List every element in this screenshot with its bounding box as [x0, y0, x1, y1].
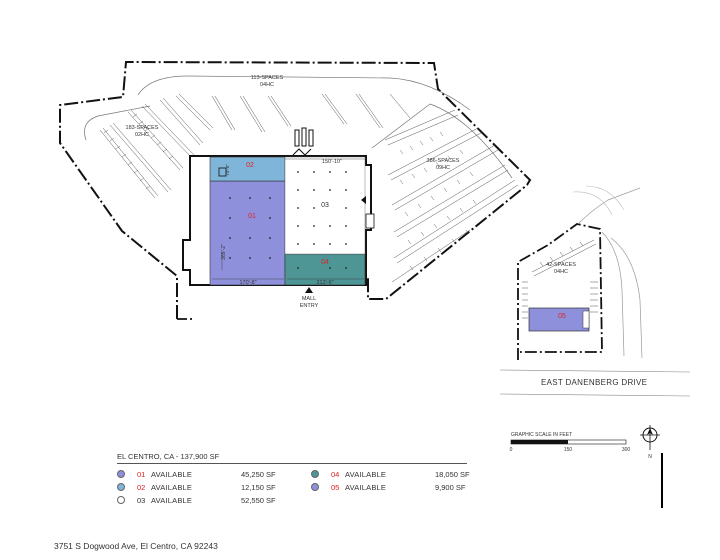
suite-04[interactable] [284, 253, 366, 286]
legend-swatch-05 [311, 483, 319, 491]
suite-03-label[interactable]: 03 [321, 202, 329, 209]
suite-02[interactable] [209, 156, 286, 182]
suite-04-label[interactable]: 04 [321, 259, 329, 266]
legend-swatch-03 [117, 496, 125, 504]
parking-pad-hc: 04HC [554, 269, 568, 275]
scale-tick-300: 300 [622, 447, 631, 453]
suite-01-label[interactable]: 01 [248, 213, 256, 220]
parking-north-hc: 04HC [260, 82, 274, 88]
legend-suite-04: 04 [331, 469, 340, 479]
legend-sf-04: 18,050 SF [435, 469, 470, 479]
legend-status-05: AVAILABLE [345, 482, 387, 492]
parking-stalls [99, 93, 519, 283]
mall-entry-arrow [305, 287, 313, 293]
legend-status-01: AVAILABLE [151, 469, 193, 479]
north-label: N [648, 454, 652, 460]
legend-sf-01: 45,250 SF [241, 469, 276, 479]
legend-item-03[interactable]: 03 AVAILABLE 52,550 SF [117, 494, 301, 506]
dimension-small: 74'-8" [225, 164, 230, 176]
legend-vertical-rule [661, 453, 663, 508]
suite-02-label[interactable]: 02 [246, 162, 254, 169]
dimension-bottom-left: 170'-8" [239, 280, 256, 286]
legend-sf-05: 9,900 SF [435, 482, 466, 492]
side-arrow [361, 196, 366, 204]
legend-suite-01: 01 [137, 469, 146, 479]
legend-item-01[interactable]: 01 AVAILABLE 45,250 SF [117, 468, 301, 480]
dimension-top: 150'-10" [322, 159, 342, 165]
dimension-lines [212, 158, 365, 280]
scale-title: GRAPHIC SCALE IN FEET [511, 432, 572, 438]
legend-status-04: AVAILABLE [345, 469, 387, 479]
side-entry [365, 213, 375, 229]
legend-item-04[interactable]: 04 AVAILABLE 18,050 SF [311, 468, 495, 480]
pad-stalls [522, 239, 598, 319]
legend-title: EL CENTRO, CA - 137,900 SF [117, 452, 220, 461]
main-site-boundary [59, 60, 532, 319]
street-name: EAST DANENBERG DRIVE [541, 378, 647, 387]
pad-road-curve [572, 185, 625, 216]
parking-pad-spaces: 42-SPACES [546, 262, 576, 268]
legend-item-02[interactable]: 02 AVAILABLE 12,150 SF [117, 481, 301, 493]
pad-road-east [577, 187, 643, 359]
graphic-scale [510, 439, 627, 445]
legend-status-03: AVAILABLE [151, 495, 193, 505]
parking-north-spaces: 113-SPACES [251, 75, 284, 81]
legend-suite-02: 02 [137, 482, 146, 492]
legend-status-02: AVAILABLE [151, 482, 193, 492]
legend-divider [117, 463, 467, 464]
dimension-bottom-right: 212'-6" [316, 280, 333, 286]
street-line-north [499, 369, 691, 373]
parking-stall-ticks [103, 113, 477, 271]
parking-east-hc: 09HC [436, 165, 450, 171]
suite-05-label[interactable]: 05 [558, 313, 566, 320]
pad-site-boundary [517, 223, 603, 360]
mall-entry-label-1: MALL [302, 296, 316, 302]
property-address: 3751 S Dogwood Ave, El Centro, CA 92243 [54, 541, 218, 551]
parking-curb-north [137, 75, 471, 111]
column-grid [229, 171, 347, 269]
street-line-south [499, 393, 691, 397]
parking-curb-west [84, 105, 151, 141]
legend-sf-03: 52,550 SF [241, 495, 276, 505]
parking-curb-east [371, 103, 513, 179]
parking-west-spaces: 183-SPACES [126, 125, 159, 131]
suite-03[interactable] [284, 156, 366, 255]
suite-01[interactable] [209, 180, 286, 286]
scale-tick-150: 150 [564, 447, 573, 453]
legend-item-05[interactable]: 05 AVAILABLE 9,900 SF [311, 481, 495, 493]
dimension-left: 269'-2" [221, 244, 227, 260]
mall-entry-label-2: ENTRY [300, 303, 319, 309]
legend-sf-02: 12,150 SF [241, 482, 276, 492]
scale-tick-0: 0 [510, 447, 513, 453]
legend-swatch-01 [117, 470, 125, 478]
north-arrow-icon [640, 425, 660, 450]
legend-suite-05: 05 [331, 482, 340, 492]
parking-west-hc: 02HC [135, 132, 149, 138]
pad-building-notch [582, 310, 590, 329]
loading-dock [292, 127, 314, 156]
legend-swatch-04 [311, 470, 319, 478]
cart-corral [218, 167, 227, 177]
legend-swatch-02 [117, 483, 125, 491]
legend-suite-03: 03 [137, 495, 146, 505]
parking-east-spaces: 386-SPACES [427, 158, 460, 164]
